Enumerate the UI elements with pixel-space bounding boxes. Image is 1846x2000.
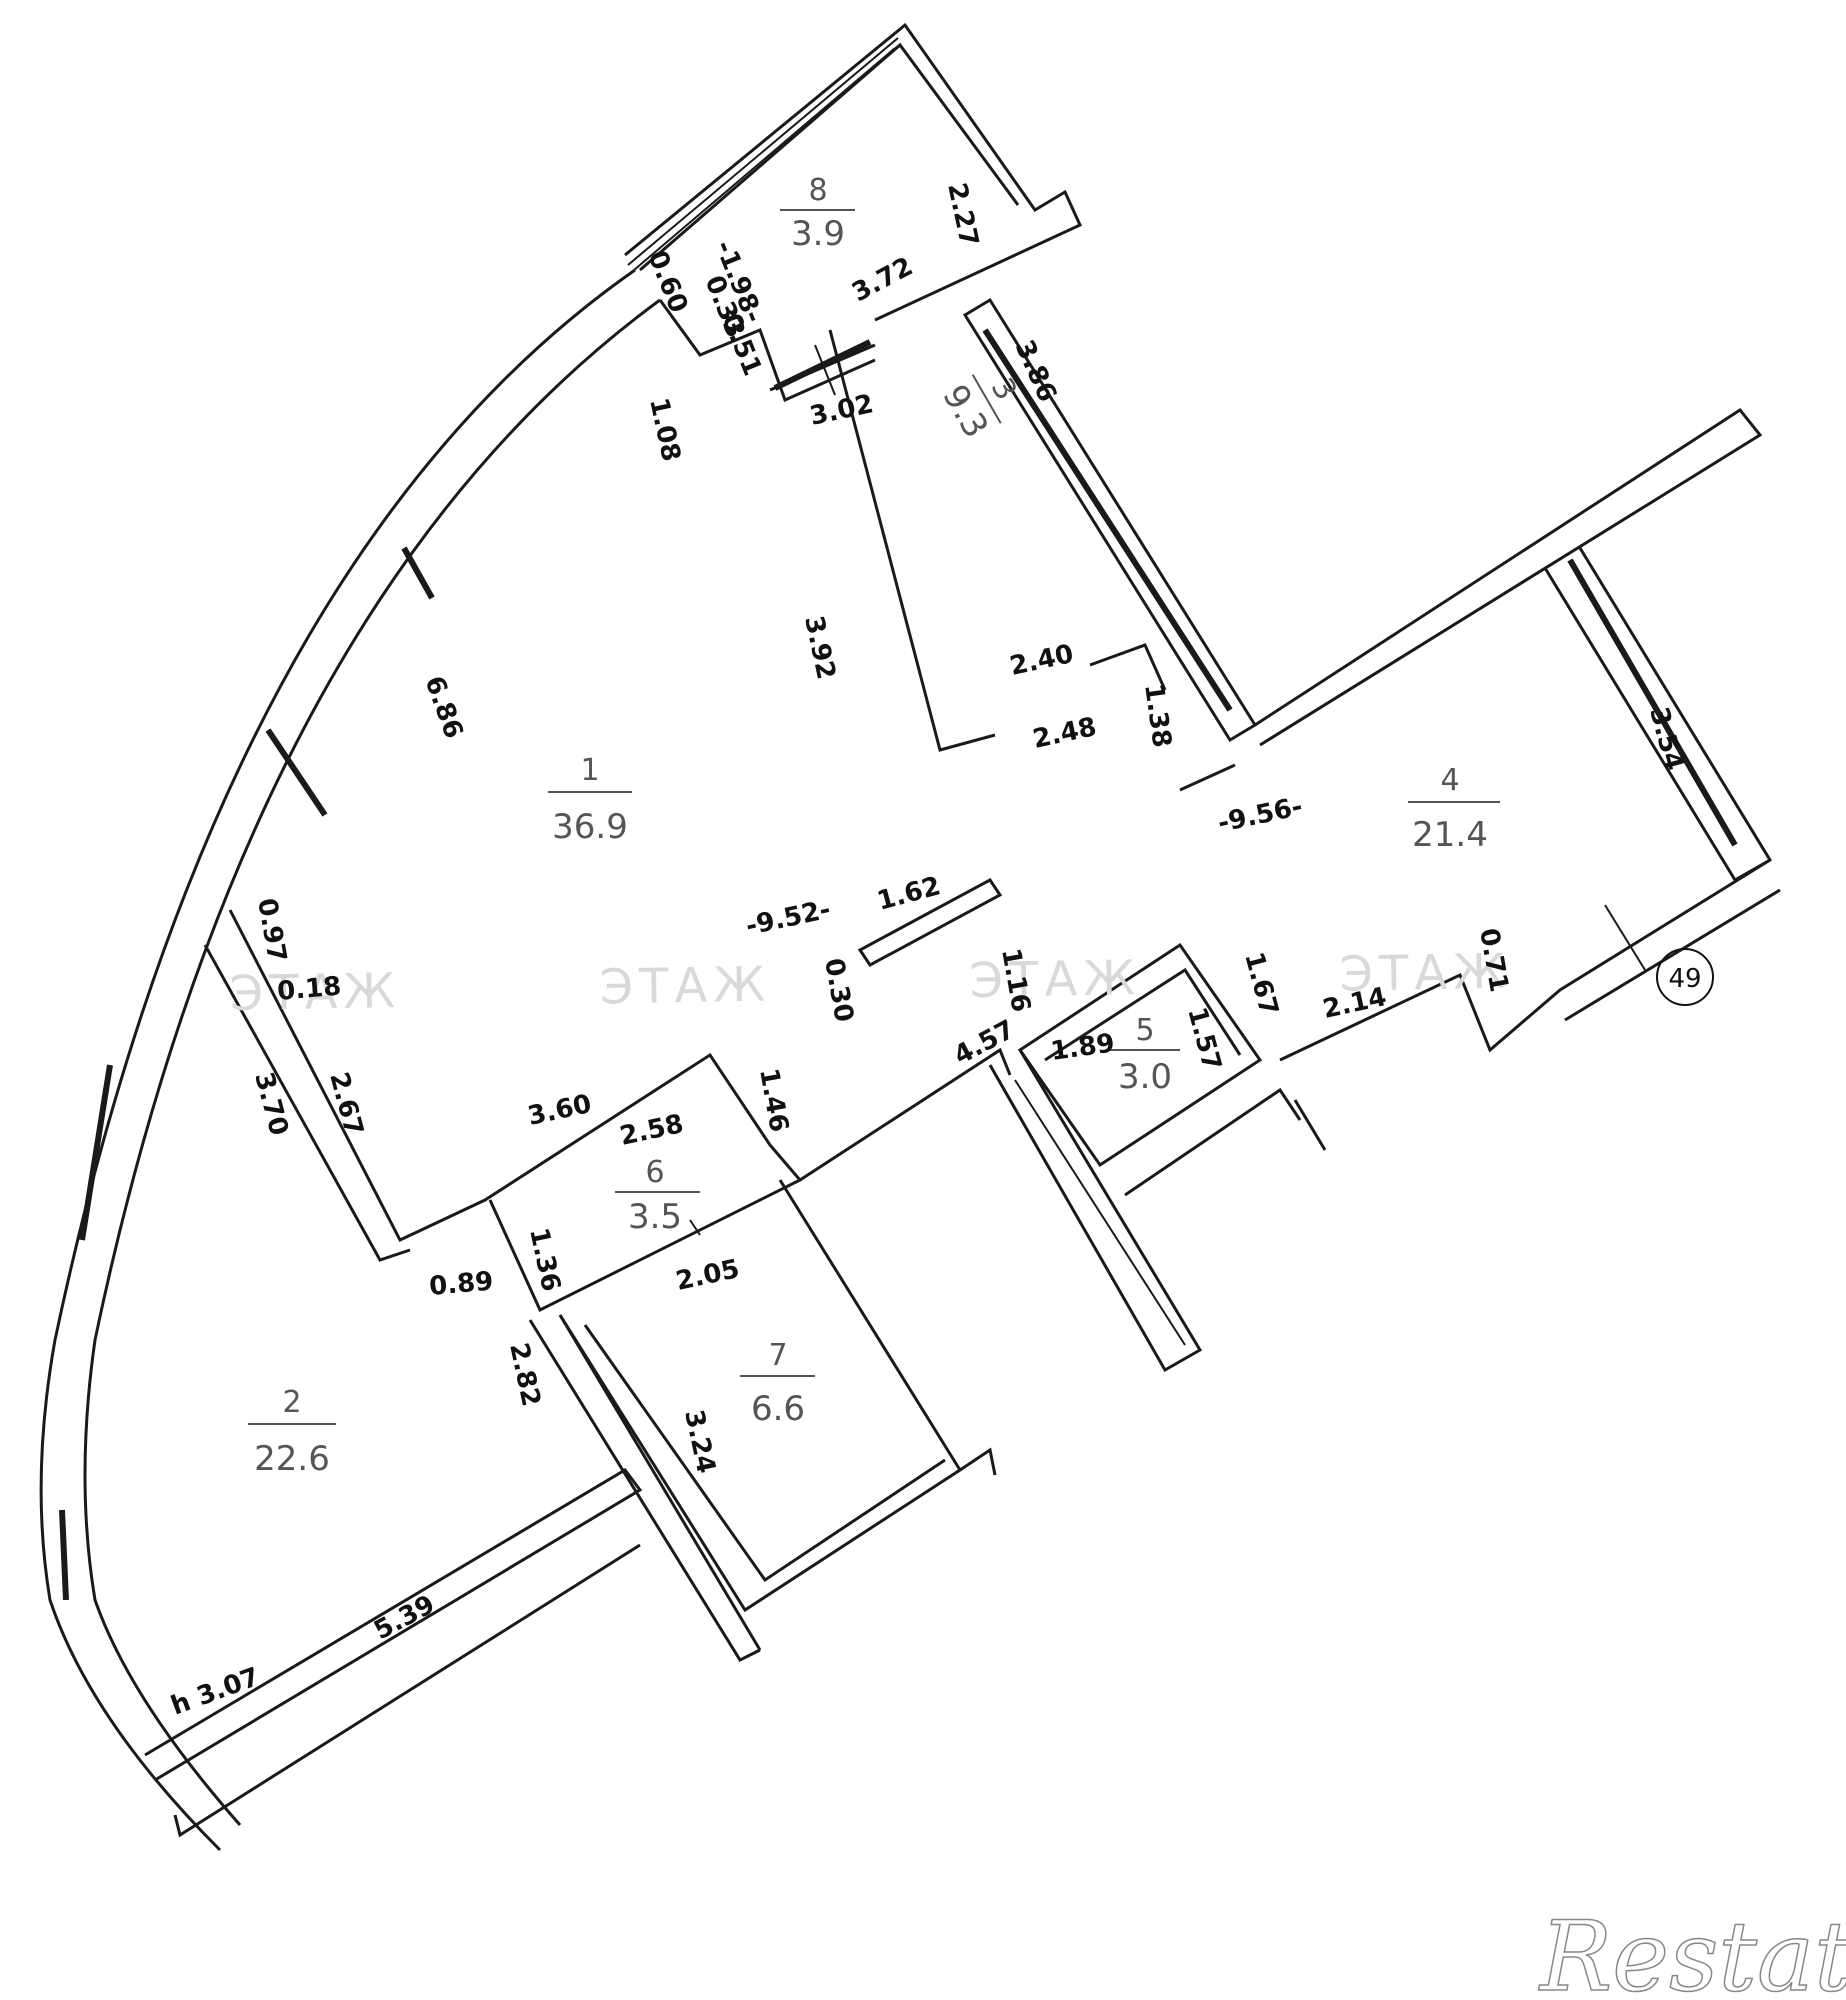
svg-text:2: 2 xyxy=(282,1385,301,1420)
curved-facade xyxy=(39,268,661,1852)
svg-text:3.0: 3.0 xyxy=(1118,1057,1172,1097)
interior-walls xyxy=(144,297,1781,1838)
room-label-5: 5 3.0 xyxy=(1110,1013,1180,1097)
dim-2-05: 2.05 xyxy=(673,1254,742,1297)
watermark-text-4: ЭТАЖ xyxy=(1339,944,1511,1003)
dim-1-08: 1.08 xyxy=(643,395,686,464)
room-label-7: 7 6.6 xyxy=(740,1338,815,1429)
svg-text:5: 5 xyxy=(1135,1013,1154,1048)
dim-3-72: 3.72 xyxy=(847,252,918,309)
svg-text:3.9: 3.9 xyxy=(791,214,845,254)
watermark-text-3: ЭТАЖ xyxy=(969,950,1141,1009)
svg-text:6: 6 xyxy=(645,1155,664,1190)
floor-marker: 49 xyxy=(1656,948,1714,1006)
dim-9-56: -9.56- xyxy=(1215,792,1305,839)
svg-text:Restate: Restate xyxy=(1538,1901,1846,2000)
dim-2-14: 2.14 xyxy=(1320,982,1389,1025)
svg-text:22.6: 22.6 xyxy=(254,1439,330,1479)
dim-1-38: 1.38 xyxy=(1138,682,1177,750)
room-label-2: 2 22.6 xyxy=(248,1385,336,1479)
dim-1-89: 1.89 xyxy=(1049,1028,1117,1067)
room-label-8: 8 3.9 xyxy=(780,173,855,254)
dim-0-89: 0.89 xyxy=(428,1266,495,1301)
dim-2-48: 2.48 xyxy=(1030,712,1099,755)
dim-4-57: 4.57 xyxy=(949,1015,1020,1072)
dim-0-18: 0.18 xyxy=(276,971,343,1006)
restate-logo: Restate xyxy=(1537,1900,1846,2000)
dim-3-92: 3.92 xyxy=(798,613,841,682)
svg-text:36.9: 36.9 xyxy=(552,807,628,847)
room-label-1: 1 36.9 xyxy=(548,753,632,847)
svg-text:4: 4 xyxy=(1440,763,1459,798)
svg-text:49: 49 xyxy=(1668,964,1701,994)
dim-9-52: -9.52- xyxy=(743,895,833,942)
svg-text:21.4: 21.4 xyxy=(1412,815,1488,855)
dim-0-97: 0.97 xyxy=(251,896,292,964)
dim-1-67: 1.67 xyxy=(1238,949,1284,1019)
room-label-6: 6 3.5 xyxy=(615,1155,700,1237)
watermark-band: ЭТАЖ ЭТАЖ ЭТАЖ ЭТАЖ xyxy=(229,944,1511,1022)
dim-2-82: 2.82 xyxy=(503,1340,546,1409)
dim-3-02: 3.02 xyxy=(807,389,876,432)
dim-2-40: 2.40 xyxy=(1007,639,1076,682)
watermark-text-1: ЭТАЖ xyxy=(229,963,401,1022)
room-8-walls xyxy=(624,22,1082,322)
dim-2-27: 2.27 xyxy=(941,180,984,249)
dim-6-86: 6.86 xyxy=(418,672,468,743)
svg-text:8: 8 xyxy=(808,173,827,208)
svg-text:6.6: 6.6 xyxy=(751,1389,805,1429)
dim-3-60: 3.60 xyxy=(525,1089,594,1132)
dim-2-58: 2.58 xyxy=(617,1109,686,1152)
dim-5-39: 5.39 xyxy=(369,1590,440,1647)
dim-1-57: 1.57 xyxy=(1181,1004,1227,1074)
dim-3-70: 3.70 xyxy=(248,1069,294,1139)
watermark-text-2: ЭТАЖ xyxy=(599,957,771,1016)
svg-text:1: 1 xyxy=(580,753,599,788)
svg-text:3.5: 3.5 xyxy=(628,1197,682,1237)
dim-0-30: 0.30 xyxy=(818,956,859,1024)
room-label-4: 4 21.4 xyxy=(1408,763,1500,855)
svg-text:7: 7 xyxy=(768,1338,787,1373)
room-labels: 1 36.9 2 22.6 3 9.3 4 21.4 5 3.0 6 3.5 xyxy=(248,173,1500,1479)
dim-1-46: 1.46 xyxy=(753,1066,794,1134)
